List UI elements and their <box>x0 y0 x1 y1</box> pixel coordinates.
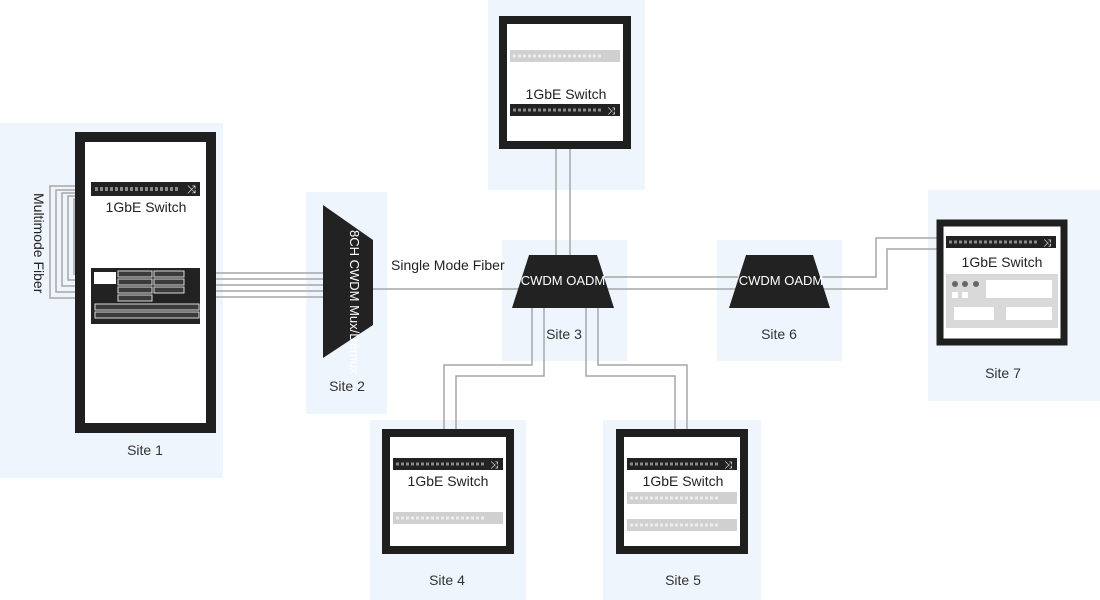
site-2-label: Site 2 <box>329 378 365 394</box>
oadm-site-3-device <box>512 255 614 308</box>
switch-device: ⤨ <box>91 182 200 196</box>
ghost-switch <box>510 50 620 62</box>
multimode-fiber-1 <box>49 185 92 299</box>
site-4-rack: ⤨ 1GbE Switch <box>382 429 514 554</box>
site-3-label: Site 3 <box>546 326 582 342</box>
site-3-switch-label: 1GbE Switch <box>526 86 607 102</box>
fiber-site6-site7-a <box>822 237 946 278</box>
shuffle-icon: ⤨ <box>1043 238 1051 249</box>
oadm-site-6-label: CWDM OADM <box>739 273 824 288</box>
shuffle-icon: ⤨ <box>490 460 498 471</box>
ghost-switch <box>627 519 737 531</box>
site-7-switch-label: 1GbE Switch <box>962 254 1043 270</box>
server-patch-panel <box>91 268 200 324</box>
site-4-switch-label: 1GbE Switch <box>408 473 489 489</box>
fiber-site3-site5-a <box>585 308 676 460</box>
oadm-site-6-device <box>729 255 830 308</box>
mux-demux-device <box>323 205 373 358</box>
switch-device: ⤨ <box>510 104 620 117</box>
ghost-switch <box>627 492 737 504</box>
multimode-fiber-label: Multimode Fiber <box>31 193 47 294</box>
site-1-rack: ⤨ 1GbE Switch <box>75 132 216 433</box>
server-device <box>946 274 1058 328</box>
switch-device: ⤨ <box>627 458 737 471</box>
switch-device: ⤨ <box>393 458 503 471</box>
site-1-label: Site 1 <box>127 442 163 458</box>
shuffle-icon: ⤨ <box>607 106 615 117</box>
site-7-label: Site 7 <box>985 365 1021 381</box>
fiber-site3-site5-b <box>597 308 688 460</box>
site-1-switch-label: 1GbE Switch <box>106 199 187 215</box>
site-7-rack: ⤨ 1GbE Switch <box>936 219 1068 346</box>
site-5-switch-label: 1GbE Switch <box>643 473 724 489</box>
ghost-switch <box>393 512 503 524</box>
site-4-label: Site 4 <box>429 572 465 588</box>
fiber-site6-site7-b <box>822 248 946 290</box>
fiber-site3-site4-b <box>455 308 545 460</box>
mux-demux-label: 8CH CWDM Mux/Demux <box>347 230 362 375</box>
site-6-label: Site 6 <box>761 326 797 342</box>
multimode-fiber-2 <box>55 189 92 293</box>
single-mode-fiber-label: Single Mode Fiber <box>391 257 505 273</box>
shuffle-icon: ⤨ <box>724 460 732 471</box>
site-3-top-rack: 1GbE Switch ⤨ <box>499 16 631 149</box>
site-5-rack: ⤨ 1GbE Switch <box>616 429 748 554</box>
site-5-label: Site 5 <box>665 572 701 588</box>
fiber-site3-site4-a <box>443 308 533 460</box>
shuffle-icon: ⤨ <box>187 184 196 196</box>
switch-device: ⤨ <box>946 236 1056 249</box>
oadm-site-3-label: CWDM OADM <box>521 273 606 288</box>
